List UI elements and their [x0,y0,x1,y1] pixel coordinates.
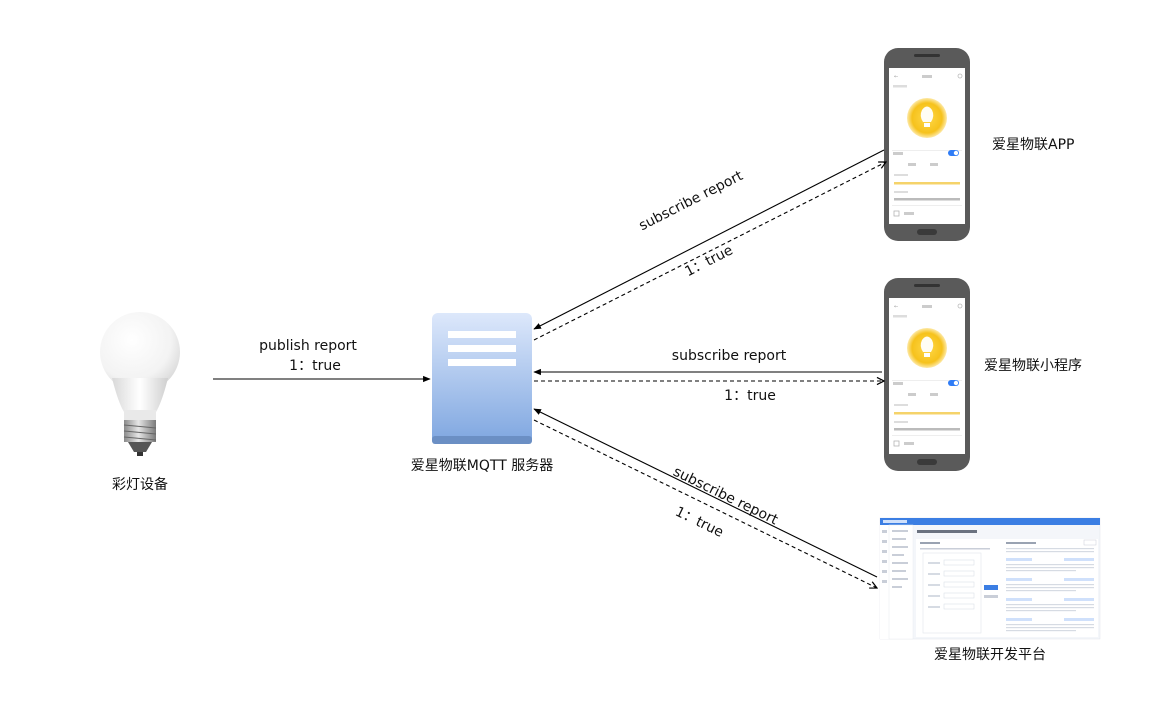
smartphone-icon: ← [884,48,970,241]
miniprogram-subscribe-label: subscribe report [671,348,787,364]
publish-value-label: 1：true [289,358,341,374]
bulb-label: 彩灯设备 [112,477,168,493]
server-label: 爱星物联MQTT 服务器 [410,458,554,474]
app-label: 爱星物联APP [992,137,1075,153]
smartphone-icon: ← [884,278,970,471]
edge-app-subscribe [533,149,885,330]
miniprogram-label: 爱星物联小程序 [984,358,1082,374]
platform-label: 爱星物联开发平台 [934,647,1046,663]
miniprogram-ack-label: 1：true [724,388,776,404]
svg-text:←: ← [894,304,898,310]
web-console-icon [879,517,1101,640]
svg-text:←: ← [894,74,898,80]
light-bulb-icon [100,312,180,456]
edge-platform-subscribe [533,408,878,578]
server-icon [432,313,532,444]
publish-report-label: publish report [259,338,357,354]
edge-platform-ack [533,419,877,588]
edge-app-ack [533,162,886,341]
